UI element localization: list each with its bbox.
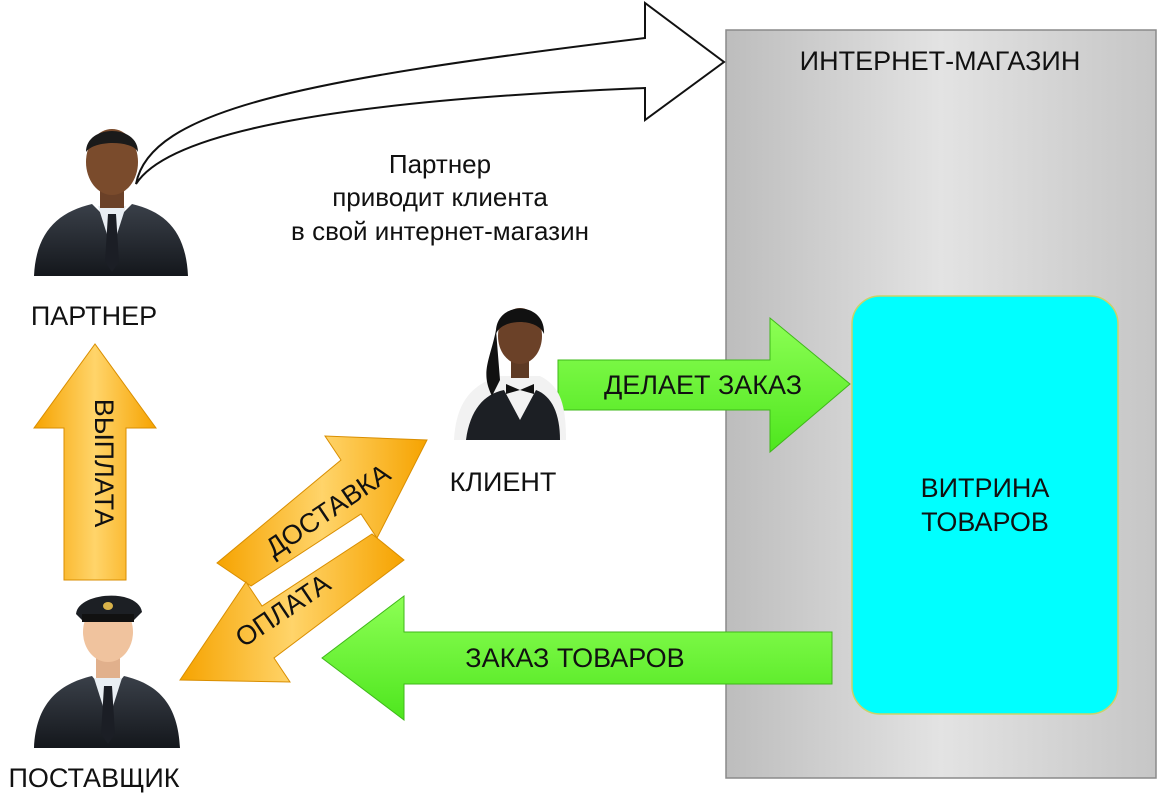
payout-arrow-label: ВЫПЛАТА xyxy=(89,399,119,528)
partner-person-icon xyxy=(34,129,188,276)
partner-to-shop-arrow xyxy=(135,1,726,185)
goods-order-arrow-label: ЗАКАЗ ТОВАРОВ xyxy=(465,643,684,673)
shop-title: ИНТЕРНЕТ-МАГАЗИН xyxy=(800,46,1081,76)
payment-arrow xyxy=(179,533,405,683)
note-line-3: в свой интернет-магазин xyxy=(291,216,589,246)
order-arrow xyxy=(557,316,851,454)
showcase-box xyxy=(851,295,1119,715)
client-label: КЛИЕНТ xyxy=(450,467,557,497)
goods-order-arrow xyxy=(321,594,833,722)
order-arrow-label: ДЕЛАЕТ ЗАКАЗ xyxy=(604,370,802,400)
showcase-label-line1: ВИТРИНА xyxy=(921,473,1050,503)
showcase-label-line2: ТОВАРОВ xyxy=(921,507,1049,537)
supplier-label: ПОСТАВЩИК xyxy=(8,763,179,793)
supplier-person-icon xyxy=(34,595,180,748)
partner-label: ПАРТНЕР xyxy=(31,301,157,331)
note-line-2: приводит клиента xyxy=(332,182,548,212)
delivery-arrow xyxy=(216,435,428,587)
client-person-icon xyxy=(454,308,566,440)
note-line-1: Партнер xyxy=(389,149,491,179)
payout-arrow xyxy=(33,343,157,581)
